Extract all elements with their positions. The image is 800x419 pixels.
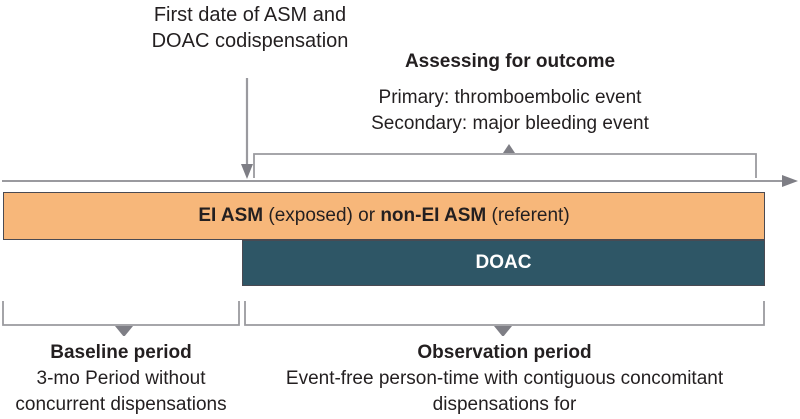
baseline-period-description: 3-mo Period without concurrent dispensat… xyxy=(15,368,227,415)
asm-bar-label: EI ASM (exposed) or non-EI ASM (referent… xyxy=(198,205,569,227)
baseline-period-title: Baseline period xyxy=(50,342,192,363)
doac-bar: DOAC xyxy=(242,240,765,286)
asm-exposure-bar: EI ASM (exposed) or non-EI ASM (referent… xyxy=(3,192,765,240)
index-date-label: First date of ASM and DOAC codispensatio… xyxy=(151,4,349,52)
asm-bar-label-tail: (referent) xyxy=(486,205,570,226)
index-date-arrow-icon xyxy=(241,78,253,179)
asm-bar-label-exposed: EI ASM xyxy=(198,205,264,226)
outcome-secondary-line: Secondary: major bleeding event xyxy=(371,113,649,134)
timeline-axis-arrow-icon xyxy=(2,175,798,187)
observation-period-title: Observation period xyxy=(417,342,592,363)
asm-bar-label-referent: non-EI ASM xyxy=(380,205,487,226)
observation-period-caption: Observation period Event-free person-tim… xyxy=(244,340,765,418)
doac-bar-label: DOAC xyxy=(475,252,532,273)
assessing-outcome-bracket-icon xyxy=(253,144,757,178)
assessing-outcome-title: Assessing for outcome xyxy=(404,51,616,72)
baseline-period-caption: Baseline period 3-mo Period without conc… xyxy=(2,340,240,418)
outcome-detail-block: Primary: thromboembolic event Secondary:… xyxy=(300,85,720,137)
observation-period-bracket-icon xyxy=(244,301,765,336)
observation-period-description: Event-free person-time with contiguous c… xyxy=(285,368,724,415)
asm-bar-label-mid: (exposed) or xyxy=(263,205,381,226)
baseline-period-bracket-icon xyxy=(2,301,240,336)
outcome-primary-line: Primary: thromboembolic event xyxy=(378,87,642,108)
